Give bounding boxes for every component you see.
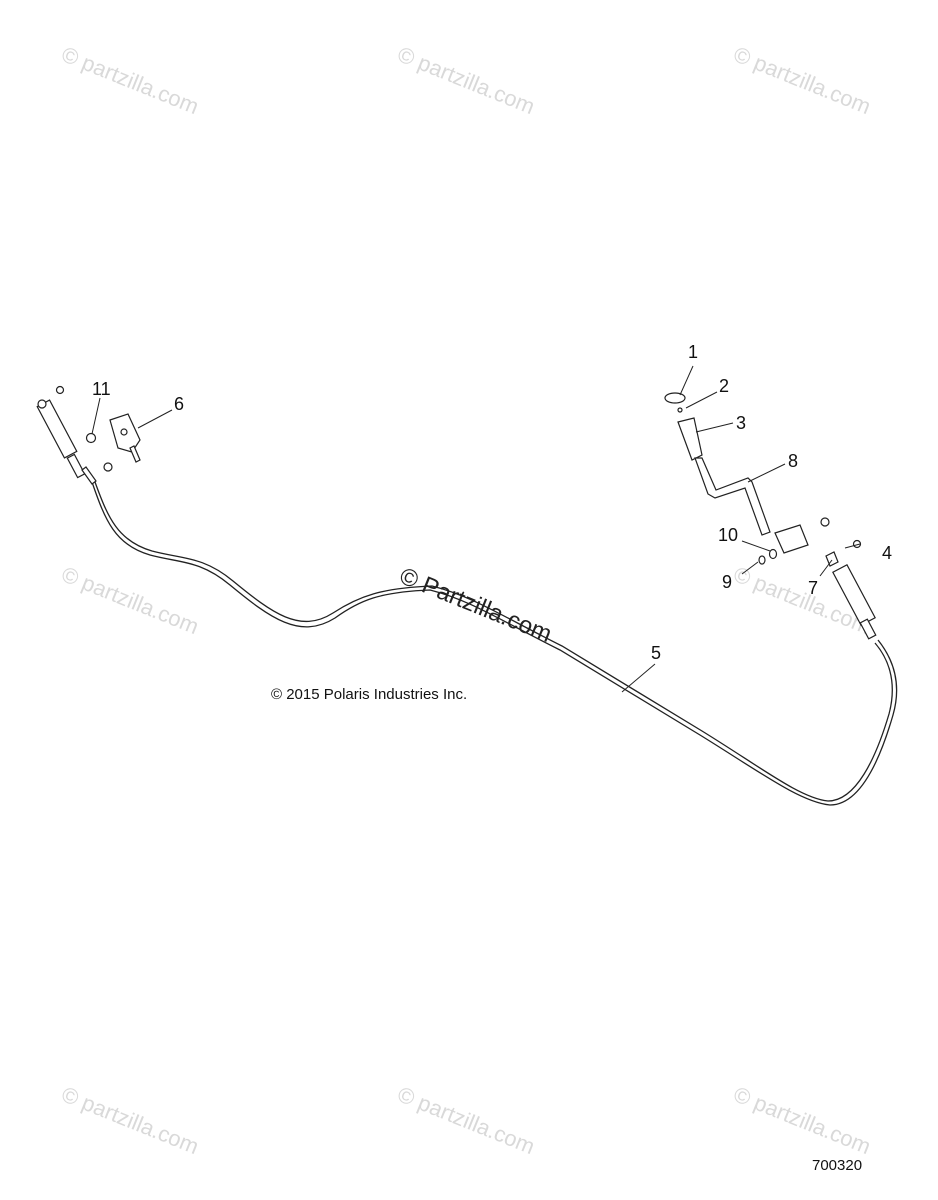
callout-5: 5 bbox=[651, 643, 661, 663]
callout-10: 10 bbox=[718, 525, 738, 545]
watermark-text: partzilla.com bbox=[79, 570, 203, 639]
knob-part-1 bbox=[664, 392, 686, 404]
center-watermark-symbol: © bbox=[396, 563, 423, 595]
callout-4: 4 bbox=[882, 543, 892, 563]
callout-8: 8 bbox=[788, 451, 798, 471]
callout-9: 9 bbox=[722, 572, 732, 592]
watermark-text: partzilla.com bbox=[751, 50, 875, 119]
leader-lines bbox=[91, 365, 861, 693]
watermark-symbol: © bbox=[394, 1081, 418, 1110]
lever-part-8 bbox=[694, 457, 771, 536]
watermark-symbol: © bbox=[58, 1081, 82, 1110]
callout-11: 11 bbox=[92, 379, 111, 399]
callout-3: 3 bbox=[736, 413, 746, 433]
washer-part-9 bbox=[758, 555, 766, 565]
cable-part-5-inner bbox=[94, 481, 893, 802]
bracket-part-6 bbox=[109, 413, 141, 463]
watermark-symbol: © bbox=[58, 41, 82, 70]
clip-part-2 bbox=[677, 407, 683, 413]
watermark-symbol: © bbox=[730, 41, 754, 70]
watermark-text: partzilla.com bbox=[79, 50, 203, 119]
watermark-text: partzilla.com bbox=[415, 1090, 539, 1159]
watermark-text: partzilla.com bbox=[79, 1090, 203, 1159]
right-cable-end bbox=[825, 551, 877, 640]
watermark-symbol: © bbox=[730, 1081, 754, 1110]
watermark-text: partzilla.com bbox=[415, 50, 539, 119]
copyright-notice: © 2015 Polaris Industries Inc. bbox=[271, 686, 467, 703]
figure-number: 700320 bbox=[812, 1157, 862, 1174]
washers-part-9-10 bbox=[758, 548, 778, 565]
nuts-part-11 bbox=[55, 385, 113, 472]
callout-1: 1 bbox=[688, 342, 698, 362]
cable-part-5 bbox=[91, 481, 898, 806]
callout-7: 7 bbox=[808, 578, 818, 598]
left-cable-end bbox=[36, 399, 97, 485]
boot-part-3 bbox=[677, 417, 703, 461]
callout-2: 2 bbox=[719, 376, 729, 396]
watermark-symbol: © bbox=[730, 561, 754, 590]
washer-part-10 bbox=[768, 548, 778, 560]
pivot-block bbox=[774, 524, 809, 554]
callouts: 1 2 3 4 5 6 7 8 9 10 11 bbox=[92, 342, 892, 663]
shifter-assembly bbox=[664, 392, 830, 554]
watermark-text: partzilla.com bbox=[751, 1090, 875, 1159]
bushing bbox=[820, 517, 830, 527]
callout-6: 6 bbox=[174, 394, 184, 414]
watermark-symbol: © bbox=[58, 561, 82, 590]
watermark-symbol: © bbox=[394, 41, 418, 70]
